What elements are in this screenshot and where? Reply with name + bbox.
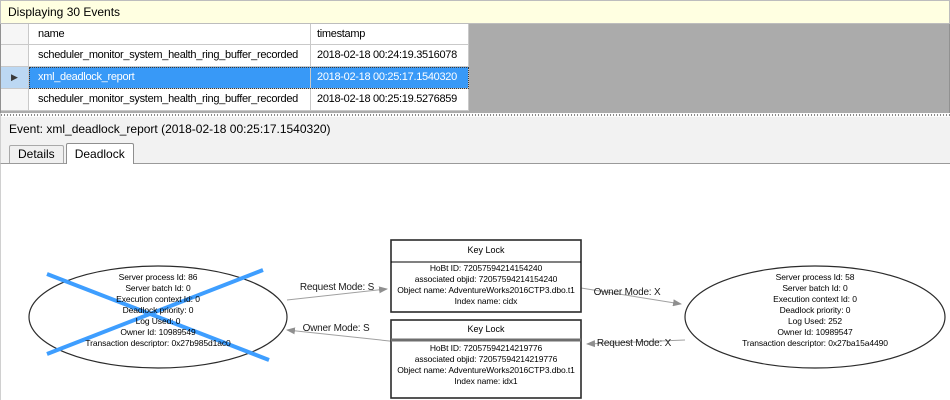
edge-owner-s [286,327,400,343]
victim-cross-line [46,268,264,356]
grid-filler [469,67,949,89]
victim-cross-line [46,272,270,362]
column-header-timestamp[interactable]: timestamp [311,24,469,45]
event-name-cell[interactable]: xml_deadlock_report [29,67,311,89]
deadlock-graph-canvas [28,239,946,399]
row-selector-cell[interactable] [1,45,29,67]
resource-title: Key Lock [467,324,505,334]
grid-header-row: name timestamp [1,24,949,45]
process-node[interactable] [684,265,946,369]
resource-node-key-lock-top[interactable] [390,239,582,313]
edge-label-owner-x: Owner Mode: X [593,287,661,298]
event-name-cell[interactable]: scheduler_monitor_system_health_ring_buf… [29,89,311,111]
edge-request-x [586,339,686,348]
edge-label-request-x: Request Mode: X [596,338,672,349]
detail-tabstrip: Details Deadlock [0,141,950,164]
edge-label-request-s: Request Mode: S [299,282,375,293]
event-name-cell[interactable]: scheduler_monitor_system_health_ring_buf… [29,45,311,67]
edge-owner-x [580,287,682,307]
resource-title: Key Lock [467,245,505,255]
events-grid: name timestamp scheduler_monitor_system_… [0,24,950,113]
edge-label-owner-s: Owner Mode: S [302,323,370,334]
grid-filler [469,89,949,111]
table-row[interactable]: scheduler_monitor_system_health_ring_buf… [1,89,949,111]
events-count-bar: Displaying 30 Events [0,0,950,24]
event-summary-bar: Event: xml_deadlock_report (2018-02-18 0… [0,117,950,141]
grid-detail-splitter[interactable] [0,113,950,117]
event-timestamp-cell[interactable]: 2018-02-18 00:25:17.1540320 [311,67,469,89]
current-row-marker-icon: ▶ [11,72,18,82]
event-timestamp-cell[interactable]: 2018-02-18 00:25:19.5276859 [311,89,469,111]
table-row-selected[interactable]: ▶ xml_deadlock_report 2018-02-18 00:25:1… [1,67,949,89]
tab-details[interactable]: Details [9,145,64,163]
grid-filler [469,24,949,45]
row-selector-cell[interactable] [1,89,29,111]
column-header-name[interactable]: name [29,24,311,45]
tab-deadlock[interactable]: Deadlock [65,143,134,164]
resource-node-key-lock-bottom[interactable] [390,319,582,399]
grid-filler [469,45,949,67]
edge-request-s [286,286,388,301]
event-timestamp-cell[interactable]: 2018-02-18 00:24:19.3516078 [311,45,469,67]
row-selector-cell[interactable]: ▶ [1,67,29,89]
table-row[interactable]: scheduler_monitor_system_health_ring_buf… [1,45,949,67]
grid-corner-cell [1,24,29,45]
